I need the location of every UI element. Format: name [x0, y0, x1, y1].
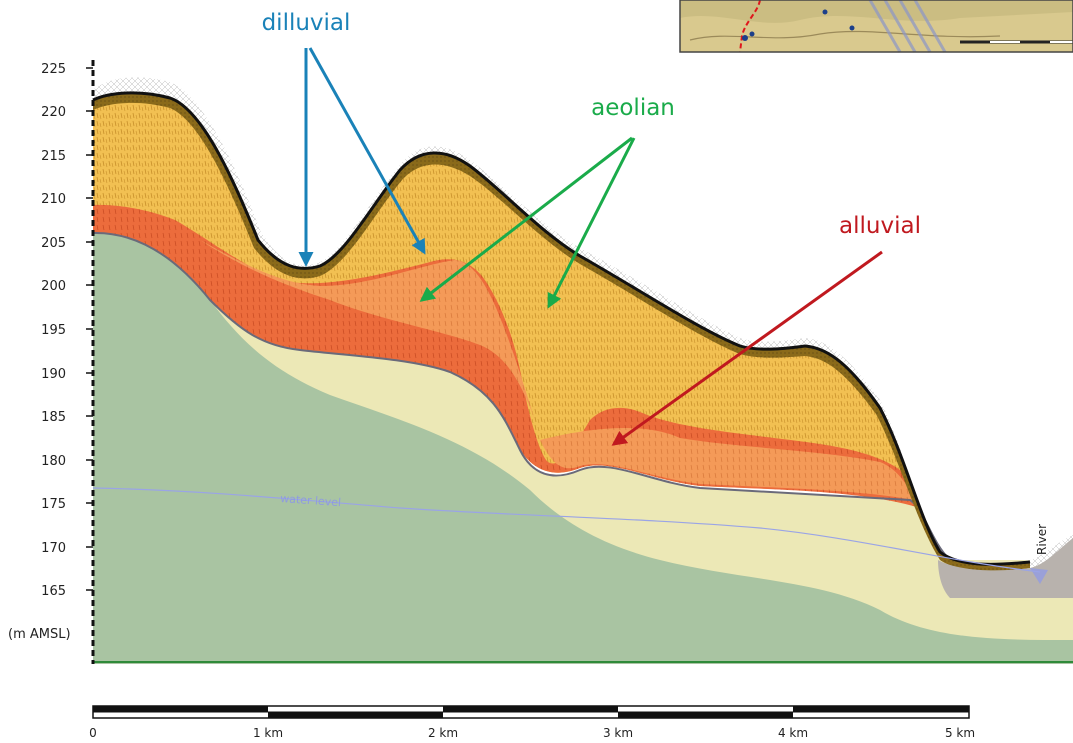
y-tick-label: 185 [41, 410, 66, 425]
scale-label: 4 km [778, 726, 808, 740]
y-tick: 185 [41, 410, 93, 425]
y-axis-unit: (m AMSL) [8, 627, 71, 642]
callout-aeolian: aeolian [419, 95, 675, 309]
y-tick: 175 [41, 497, 93, 512]
callout-dilluvial: dilluvial [262, 10, 426, 267]
scale-label: 1 km [253, 726, 283, 740]
scale-label: 2 km [428, 726, 458, 740]
dilluvial-label: dilluvial [262, 10, 351, 36]
alluvial-arrow [611, 250, 883, 446]
y-tick-label: 200 [41, 279, 66, 294]
dilluvial-light-zone [200, 240, 535, 420]
dilluvial-arrow-2 [308, 47, 426, 255]
water-level-line [92, 487, 1041, 573]
y-tick-label: 165 [41, 584, 66, 599]
y-tick: 165 [41, 584, 93, 599]
y-tick-label: 225 [41, 62, 66, 77]
scale-bar: 0 1 km 2 km 3 km 4 km 5 km [89, 705, 975, 740]
y-tick-label: 175 [41, 497, 66, 512]
scale-label: 5 km [945, 726, 975, 740]
sand-layer [210, 300, 1073, 640]
callout-alluvial: alluvial [611, 213, 921, 446]
y-tick-label: 180 [41, 454, 66, 469]
inset-map [679, 0, 1073, 53]
y-tick-label: 195 [41, 323, 66, 338]
scale-label: 0 [89, 726, 97, 740]
y-tick-label: 190 [41, 367, 66, 382]
y-tick: 180 [41, 454, 93, 469]
aeolian-layer [93, 92, 920, 509]
y-tick: 220 [41, 105, 93, 120]
y-tick: 225 [41, 62, 93, 77]
y-tick: 210 [41, 192, 93, 207]
river-bed [938, 538, 1073, 598]
aeolian-label: aeolian [591, 95, 675, 121]
y-tick: 200 [41, 279, 93, 294]
y-tick-label: 210 [41, 192, 66, 207]
y-tick: 205 [41, 236, 93, 251]
aeolian-arrow-2 [547, 137, 636, 309]
y-tick: 215 [41, 149, 93, 164]
aeolian-arrow-1 [419, 136, 633, 302]
y-tick: 195 [41, 323, 93, 338]
scale-label: 3 km [603, 726, 633, 740]
water-level-label: water level [280, 492, 342, 509]
y-tick-label: 220 [41, 105, 66, 120]
y-tick-label: 215 [41, 149, 66, 164]
river-label: River [1035, 524, 1049, 555]
alluvial-label: alluvial [839, 213, 921, 239]
y-tick-label: 205 [41, 236, 66, 251]
y-tick-label: 170 [41, 541, 66, 556]
y-tick: 170 [41, 541, 93, 556]
y-tick: 190 [41, 367, 93, 382]
y-axis: 225 220 215 210 205 200 195 190 185 180 … [8, 62, 93, 642]
